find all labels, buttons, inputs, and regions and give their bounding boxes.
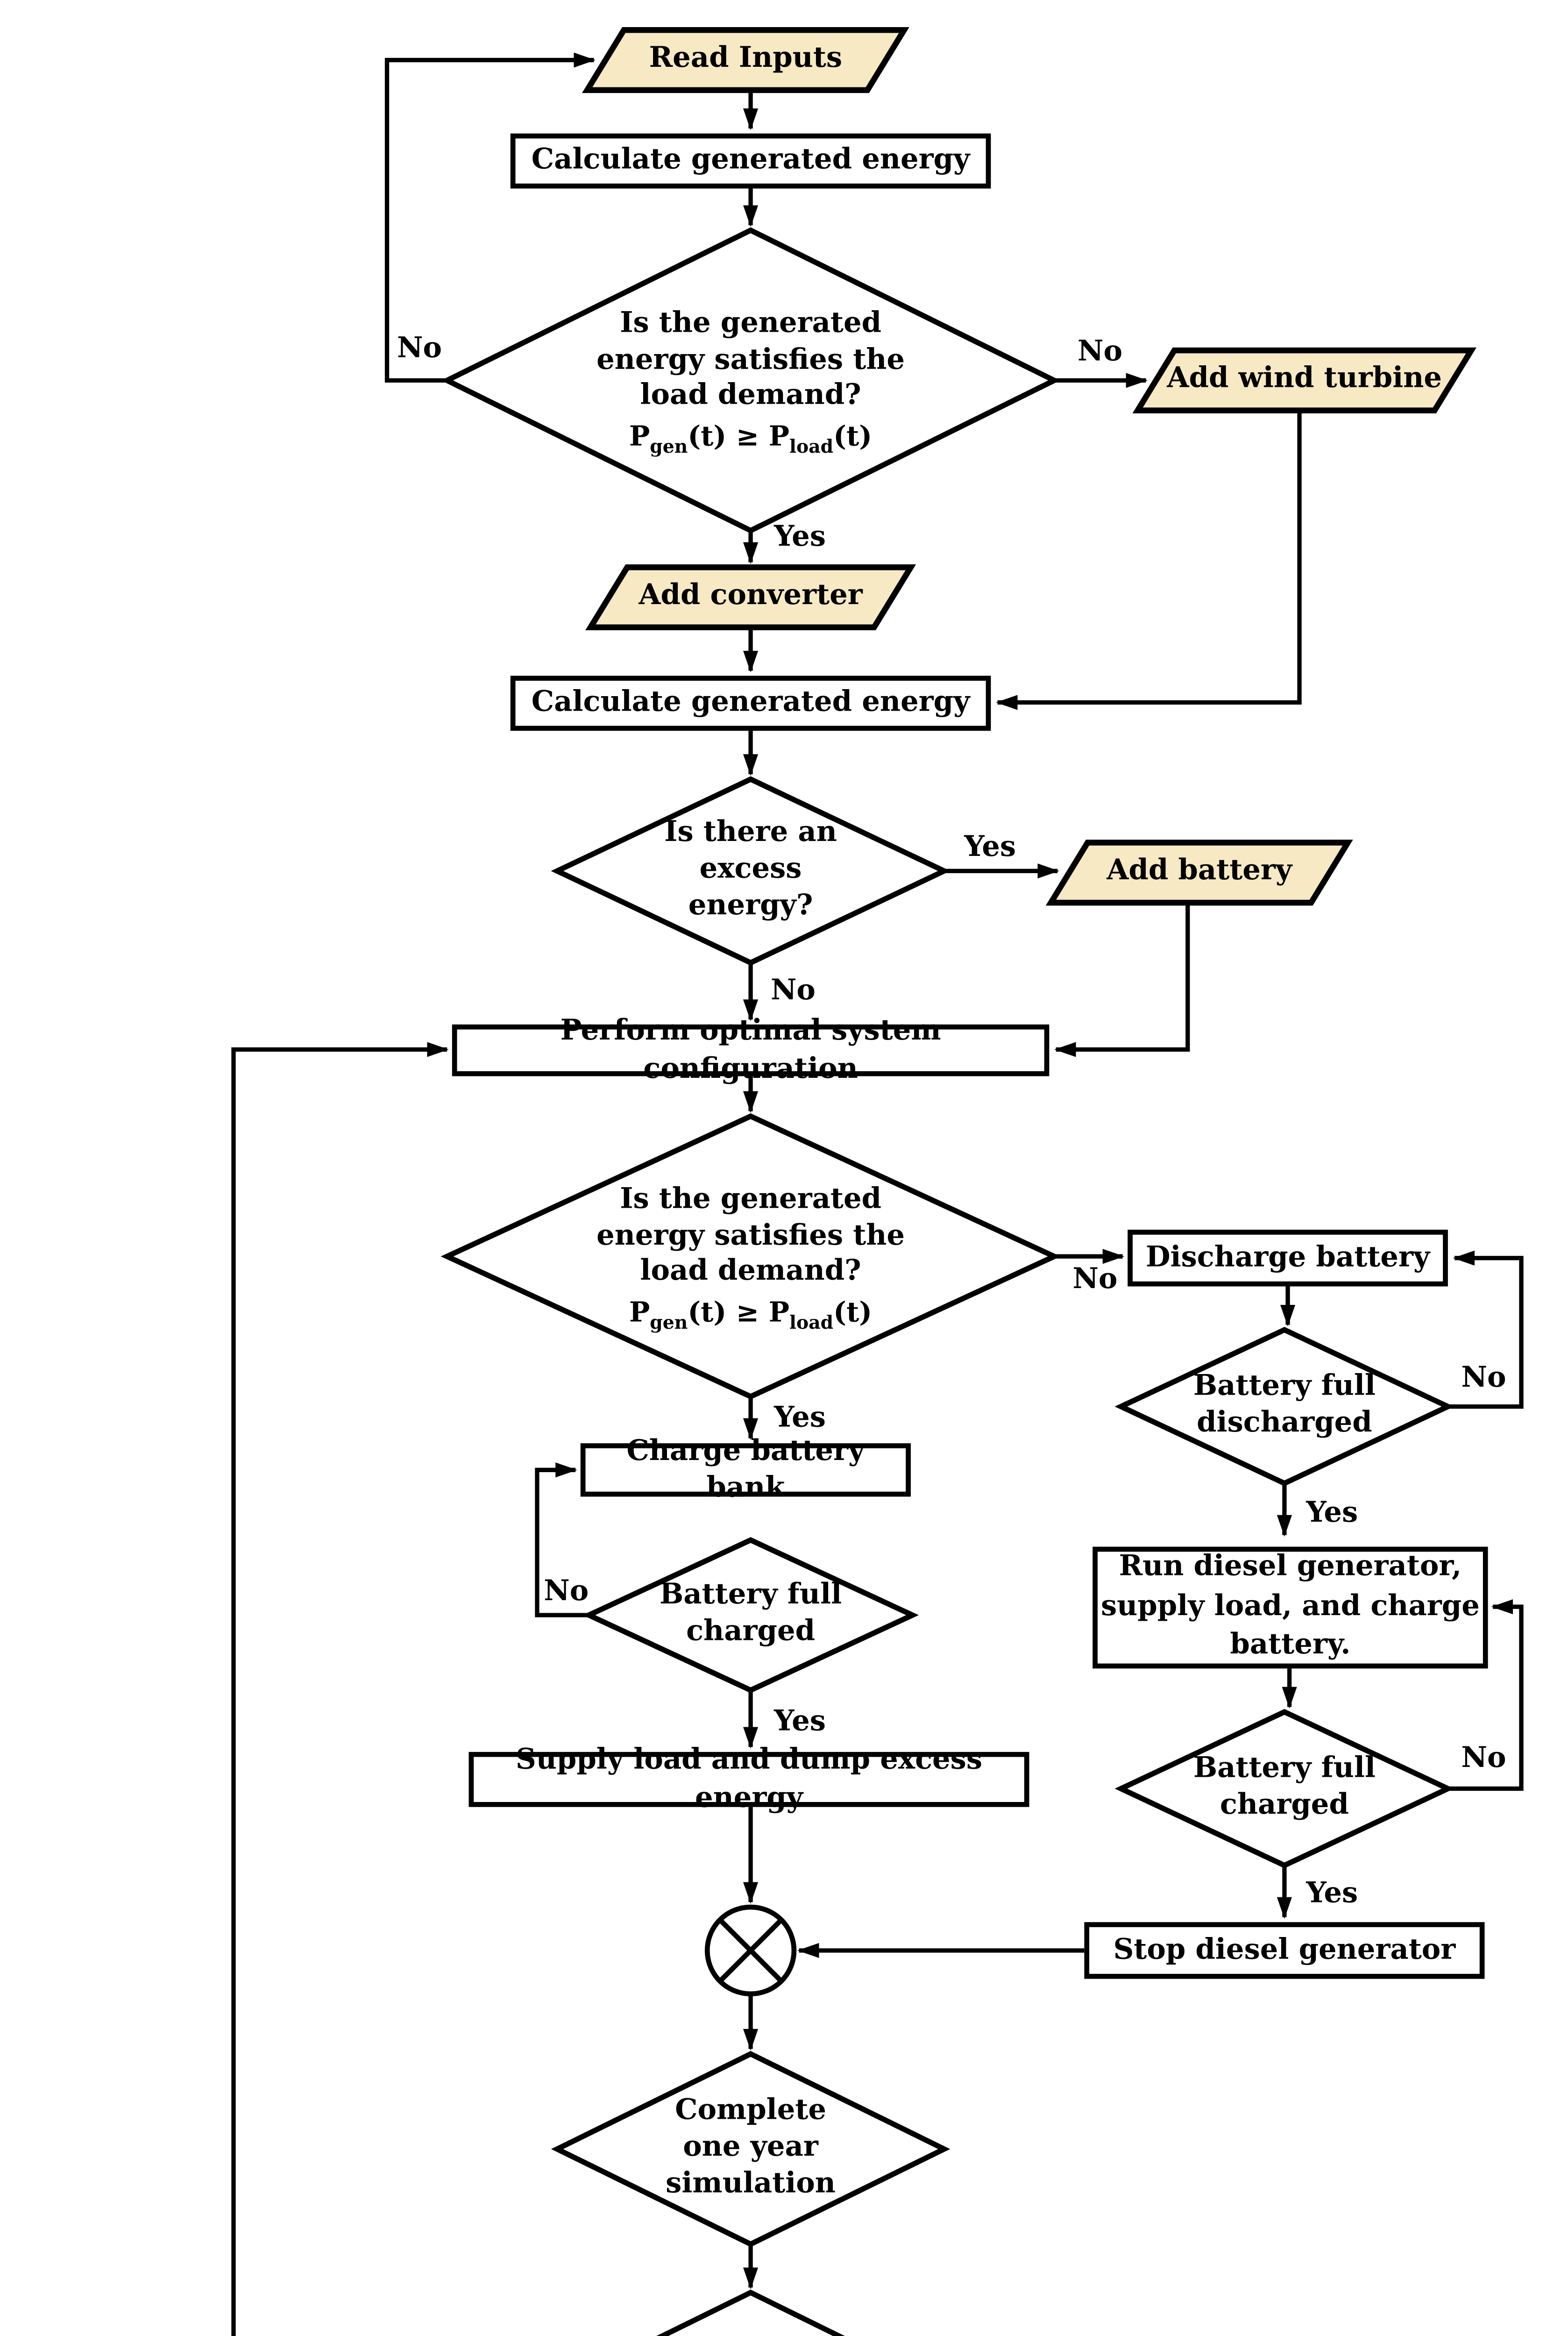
add-wind-turbine-shape (1132, 347, 1477, 413)
branch-label-no: No (544, 1575, 589, 1609)
branch-label-yes: Yes (1306, 1877, 1358, 1911)
branch-label-yes: Yes (774, 1401, 826, 1435)
perform-config-label: Perform optimal system configuration (560, 1015, 941, 1086)
run-diesel-box: Run diesel generator, supply load, and c… (1093, 1546, 1488, 1669)
edge-resize-loop-to-config (231, 1042, 449, 2336)
decision-excess-shape (551, 776, 951, 966)
decision-charged-right-shape (1114, 1709, 1454, 1869)
discharge-battery-label: Discharge battery (1145, 1241, 1430, 1275)
branch-label-no: No (397, 332, 442, 366)
stop-diesel-label: Stop diesel generator (1113, 1933, 1456, 1967)
calc-energy-1-box: Calculate generated energy (510, 133, 991, 189)
calc-energy-2-label: Calculate generated energy (531, 686, 970, 720)
add-converter-shape (585, 564, 916, 631)
branch-label-no: No (1078, 335, 1123, 369)
branch-label-no: No (1461, 1742, 1506, 1775)
edge-chargedleft-no-loop (535, 1462, 588, 1617)
branch-label-no: No (770, 974, 816, 1008)
calc-energy-2-box: Calculate generated energy (510, 676, 991, 731)
charge-bank-box: Charge battery bank (580, 1435, 911, 1505)
branch-label-yes: Yes (774, 1705, 826, 1739)
branch-label-yes: Yes (964, 831, 1016, 864)
edge-discharged-no-loop (1447, 1250, 1524, 1409)
decision-load-2-shape (440, 1113, 1061, 1400)
edge-wind-to-calc2 (996, 410, 1302, 710)
discharge-battery-box: Discharge battery (1128, 1230, 1448, 1287)
branch-label-no: No (1461, 1361, 1506, 1395)
branch-label-yes: Yes (1306, 1496, 1358, 1530)
edge-chargedright-no-loop (1447, 1599, 1524, 1791)
decision-year-shape (551, 2051, 951, 2247)
edge-battery-to-config (1054, 903, 1190, 1057)
decision-charged-left-shape (582, 1537, 919, 1694)
decision-feasible-shape (656, 2289, 845, 2336)
perform-config-box: Perform optimal system configuration (452, 1015, 1050, 1085)
junction-connector-icon (704, 1904, 797, 1997)
calc-energy-1-label: Calculate generated energy (531, 144, 970, 178)
charge-bank-label: Charge battery bank (626, 1434, 865, 1505)
branch-label-yes: Yes (774, 520, 826, 554)
supply-load-label: Supply load and dump excess energy (515, 1744, 983, 1815)
stop-diesel-box: Stop diesel generator (1084, 1922, 1485, 1979)
run-diesel-label: Run diesel generator, supply load, and c… (1100, 1550, 1480, 1662)
edge-d1-no-loop-to-read-inputs (384, 52, 596, 383)
add-battery-shape (1045, 840, 1353, 906)
decision-discharged-shape (1114, 1327, 1454, 1487)
decision-load-1-shape (441, 227, 1060, 534)
branch-label-no: No (1072, 1263, 1118, 1296)
supply-load-box: Supply load and dump excess energy (468, 1744, 1029, 1815)
read-inputs-shape (582, 27, 909, 93)
